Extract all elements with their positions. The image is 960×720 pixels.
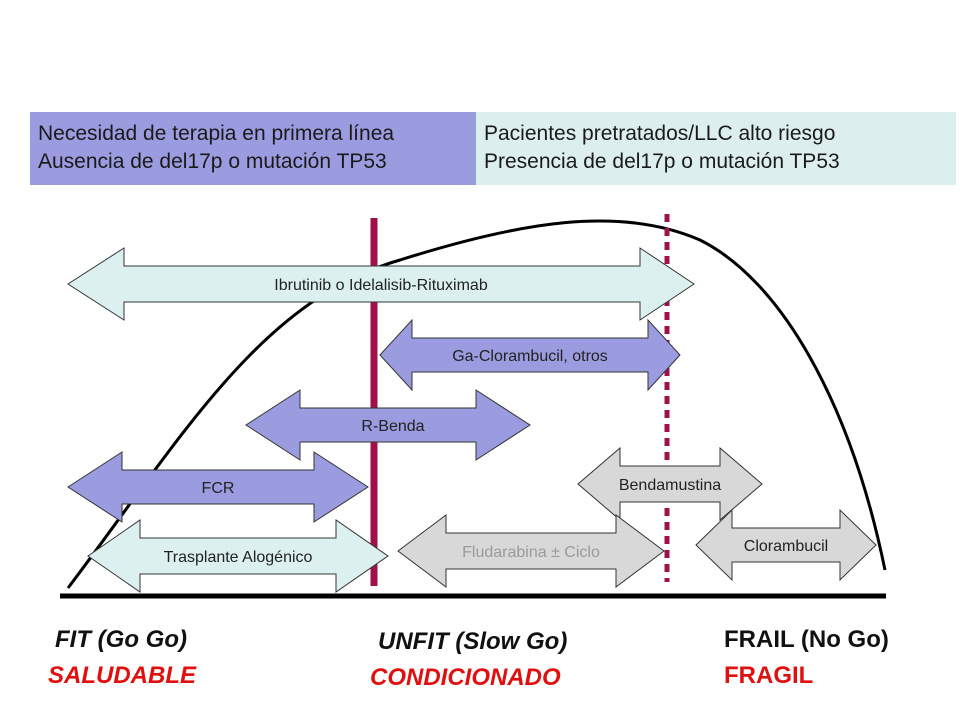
category-unfit-english: UNFIT (Slow Go) [378, 628, 568, 655]
category-fit-spanish: SALUDABLE [48, 662, 196, 689]
arrow-fcr: FCR [67, 451, 369, 523]
arrow-ga-clorambucil: Ga-Clorambucil, otros [379, 318, 681, 392]
header-left-line2: Ausencia de del17p o mutación TP53 [38, 150, 387, 173]
header-left-line1: Necesidad de terapia en primera línea [38, 122, 395, 145]
arrow-r-benda: R-Benda [245, 389, 531, 461]
arrow-trasplante: Trasplante Alogénico [87, 519, 389, 593]
category-fit-english: FIT (Go Go) [55, 626, 187, 653]
category-unfit-spanish: CONDICIONADO [370, 664, 561, 691]
category-frail-spanish: FRAGIL [724, 662, 814, 689]
arrow-trasplante-label: Trasplante Alogénico [164, 549, 313, 566]
arrow-bendamustina-label: Bendamustina [619, 477, 721, 494]
arrow-clorambucil: Clorambucil [695, 508, 877, 582]
arrow-ga-clorambucil-label: Ga-Clorambucil, otros [452, 348, 608, 365]
arrow-fludarabina-label: Fludarabina ± Ciclo [462, 544, 600, 561]
arrow-ibrutinib: Ibrutinib o Idelalisib-Rituximab [67, 247, 695, 321]
arrow-clorambucil-label: Clorambucil [744, 538, 828, 555]
header-right-line2: Presencia de del17p o mutación TP53 [484, 150, 840, 173]
header-pretreated-high-risk: Pacientes pretratados/LLC alto riesgo Pr… [476, 112, 956, 185]
header-first-line-therapy: Necesidad de terapia en primera línea Au… [30, 112, 476, 185]
header-right-line1: Pacientes pretratados/LLC alto riesgo [484, 122, 836, 145]
fitness-curve [66, 219, 887, 589]
arrow-bendamustina: Bendamustina [577, 446, 763, 522]
category-frail-english: FRAIL (No Go) [724, 626, 889, 653]
arrow-fludarabina: Fludarabina ± Ciclo [397, 514, 665, 588]
arrow-ibrutinib-label: Ibrutinib o Idelalisib-Rituximab [274, 277, 488, 294]
arrow-r-benda-label: R-Benda [361, 418, 424, 435]
arrow-fcr-label: FCR [202, 480, 235, 497]
